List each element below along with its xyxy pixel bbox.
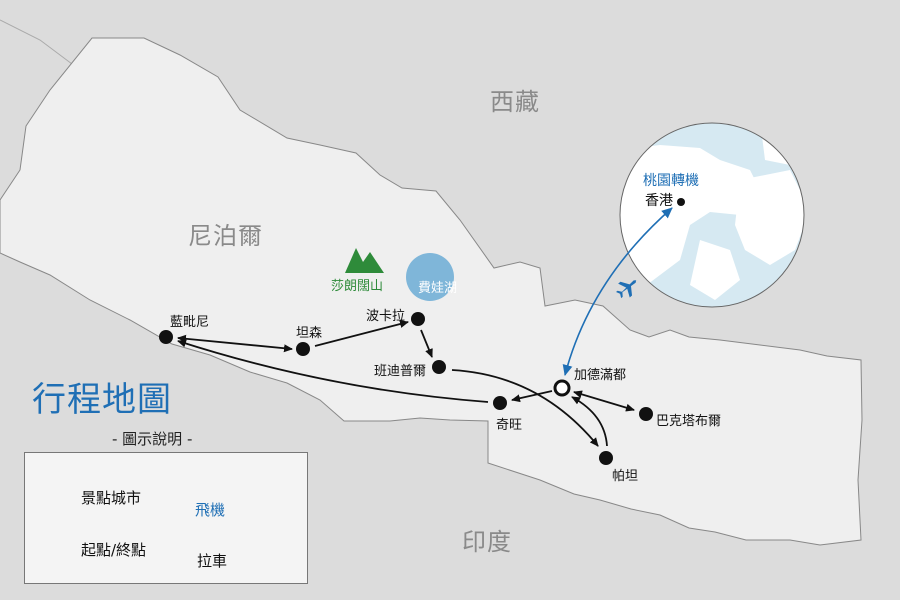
bus-routes	[177, 320, 635, 447]
city-dot-bandipur	[432, 360, 446, 374]
mountain-label: 莎朗闊山	[331, 279, 384, 294]
flight-route	[562, 207, 673, 376]
hong-kong-dot	[677, 198, 685, 206]
legend-bus-label: 拉車	[197, 552, 228, 570]
mountain-icon	[345, 248, 384, 273]
route-chitwan-lumbini	[177, 339, 489, 403]
region-label-india: 印度	[462, 528, 512, 556]
legend-caption: - 圖示說明 -	[112, 430, 193, 448]
city-dot-bhaktapur	[639, 407, 653, 421]
route-lumbini-tansen	[177, 334, 293, 353]
legend-start-end-label: 起點/終點	[81, 541, 147, 559]
legend-flight-label: 飛機	[195, 501, 226, 519]
city-label-pokhara: 波卡拉	[366, 309, 406, 324]
city-dot-chitwan	[493, 396, 507, 410]
region-label-tibet: 西藏	[490, 88, 540, 116]
lake-label: 費娃湖	[418, 281, 458, 296]
city-dot-kathmandu-start	[553, 379, 571, 397]
legend-attraction-label: 景點城市	[81, 489, 142, 507]
city-dot-tansen	[296, 342, 310, 356]
hong-kong-inset	[619, 122, 805, 308]
city-label-bhaktapur: 巴克塔布爾	[656, 414, 722, 429]
city-label-patan: 帕坦	[612, 469, 639, 484]
transit-label: 桃園轉機	[643, 173, 699, 189]
airplane-icon	[616, 280, 637, 299]
route-pokhara-bandipur	[420, 329, 433, 358]
region-label-nepal: 尼泊爾	[188, 222, 263, 250]
city-label-chitwan: 奇旺	[496, 418, 523, 433]
route-kathmandu-bhaktapur	[573, 390, 635, 412]
city-label-tansen: 坦森	[296, 326, 323, 341]
legend-box: 景點城市 起點/終點 飛機 拉車	[24, 452, 308, 584]
route-kathmandu-chitwan	[511, 390, 553, 403]
city-dot-pokhara	[411, 312, 425, 326]
route-bandipur-patan	[451, 369, 599, 447]
page-title: 行程地圖	[32, 380, 172, 420]
city-label-lumbini: 藍毗尼	[170, 315, 210, 330]
lake-icon	[406, 253, 454, 301]
city-label-kathmandu: 加德滿都	[574, 368, 627, 383]
city-dot-patan	[599, 451, 613, 465]
city-label-bandipur: 班迪普爾	[374, 364, 427, 379]
city-dot-lumbini	[159, 330, 173, 344]
route-tansen-pokhara	[314, 320, 409, 347]
hong-kong-label: 香港	[645, 193, 673, 209]
